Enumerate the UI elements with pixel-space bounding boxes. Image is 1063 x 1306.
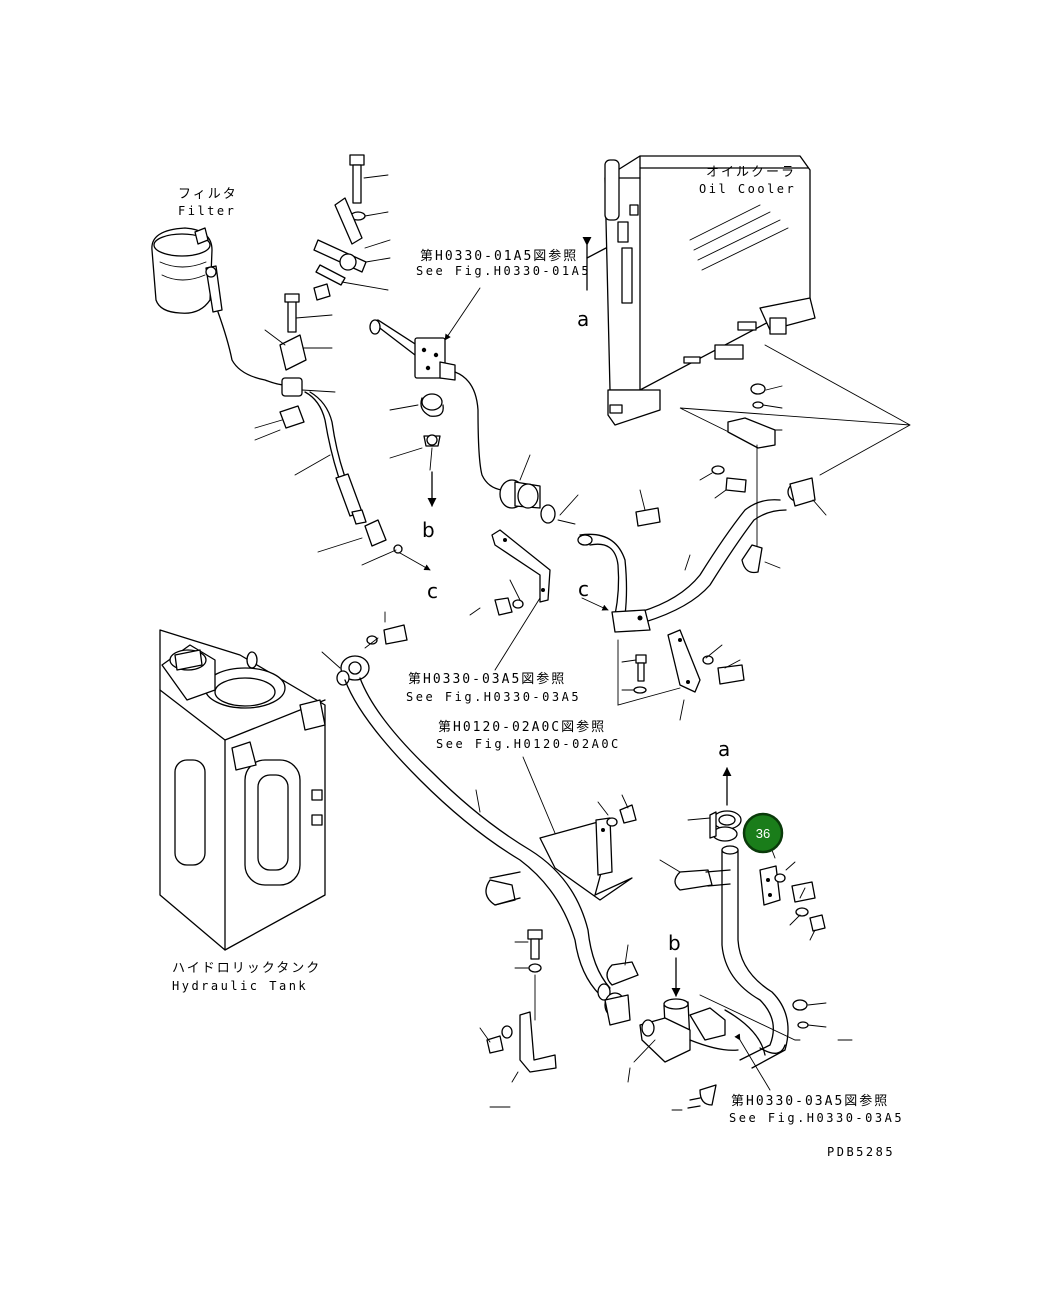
ref3-label-en: See Fig.H0120-02A0C	[436, 737, 621, 751]
marker-c-right: c	[578, 577, 589, 601]
filter-label-en: Filter	[178, 204, 236, 218]
hose-clamp-group	[254, 293, 336, 476]
ref4-label-en: See Fig.H0330-03A5	[729, 1111, 904, 1125]
marker-b-top: b	[422, 518, 435, 542]
support-bracket-right	[617, 629, 745, 721]
hydraulic-tank	[159, 629, 326, 951]
hydraulic-tank-label-jp: ハイドロリックタンク	[172, 961, 321, 976]
marker-a-top: a	[577, 307, 589, 331]
marker-a-bottom: a	[718, 737, 730, 761]
marker-c-left: c	[427, 579, 438, 603]
support-bracket-lower-left	[479, 929, 639, 1083]
ref2-label-en: See Fig.H0330-03A5	[406, 690, 581, 704]
support-bracket-lower	[485, 794, 637, 906]
cooler-mounting-hardware	[679, 344, 911, 574]
filter-label-jp: フィルタ	[178, 187, 238, 202]
ref4-label-jp: 第H0330-03A5図参照	[731, 1093, 889, 1109]
hydraulic-tank-label-en: Hydraulic Tank	[172, 979, 308, 993]
clamp-hardware-stack	[313, 154, 391, 301]
callout-circle[interactable]	[742, 812, 784, 854]
filter-hose	[304, 391, 403, 554]
marker-b-bottom: b	[668, 931, 681, 955]
oil-cooler-label-jp: オイルクーラ	[706, 165, 796, 180]
ref2-label-jp: 第H0330-03A5図参照	[408, 671, 566, 687]
callout-number: 36	[756, 826, 770, 841]
return-pipe-vertical	[721, 845, 789, 1091]
oil-cooler	[582, 155, 816, 426]
ref3-label-jp: 第H0120-02A0C図参照	[438, 719, 606, 735]
ref1-label-jp: 第H0330-01A5図参照	[420, 248, 578, 264]
part-number-callout[interactable]: 36	[742, 812, 784, 854]
filter-assembly	[151, 227, 286, 386]
elbow-fitting	[369, 319, 503, 491]
support-bracket-mid	[469, 529, 551, 671]
ref1-label-en: See Fig.H0330-01A5	[416, 264, 591, 278]
tee-junction-assembly	[604, 992, 766, 1109]
cooler-outlet-pipe	[577, 489, 787, 633]
clamp-bracket-right	[699, 844, 853, 1041]
tank-outlet-pipe	[321, 611, 611, 1001]
oil-cooler-label-en: Oil Cooler	[699, 182, 796, 196]
middle-hose-clamp	[499, 454, 579, 525]
upper-clamp-pair	[659, 810, 742, 891]
drawing-number: PDB5285	[827, 1145, 895, 1159]
